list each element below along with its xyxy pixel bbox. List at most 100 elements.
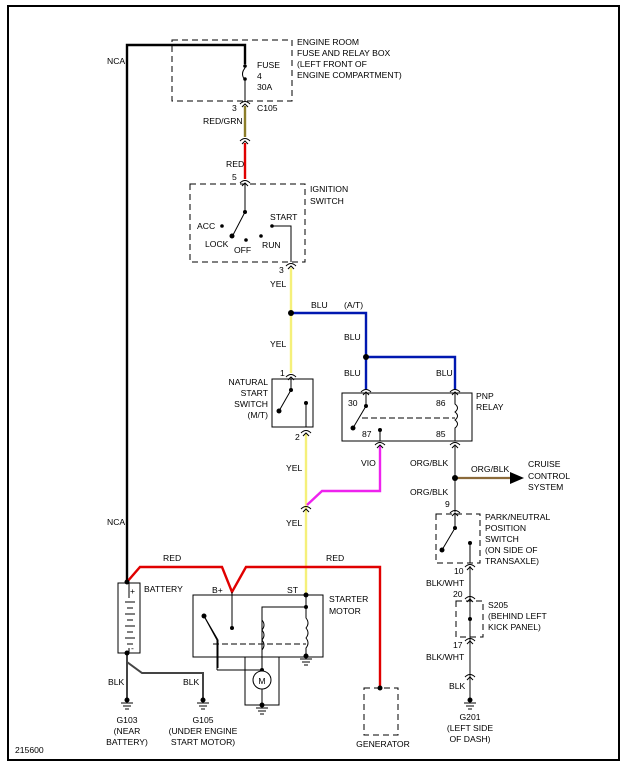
wire-label: BLU: [311, 300, 328, 310]
pin-label: 5: [232, 172, 237, 182]
ground-g201-label: OF DASH): [449, 734, 490, 744]
s205-title: S205: [488, 600, 508, 610]
ground-icon: [197, 697, 209, 710]
connector-icon: [449, 389, 461, 396]
pin-label: 30: [348, 398, 358, 408]
wire-label: NCA: [107, 517, 125, 527]
wire-nca: [125, 43, 247, 582]
wire-label: RED: [226, 159, 244, 169]
ignition-title: IGNITION: [310, 184, 348, 194]
wire-label: VIO: [361, 458, 376, 468]
connector-icon: [464, 596, 476, 603]
wire-vio: [306, 446, 382, 506]
ground-g105-label: (UNDER ENGINE: [169, 726, 238, 736]
wire-blk-ground: [126, 653, 204, 700]
connector-icon: [239, 180, 251, 187]
natural-start-switch: 1 2 NATURAL START SWITCH (M/T): [229, 368, 314, 442]
pin-label: 20: [453, 589, 463, 599]
connector-icon: [300, 430, 312, 437]
wire-label: RED/GRN: [203, 116, 243, 126]
wire-label: BLK: [183, 677, 200, 687]
ground-g103-label: G103: [116, 715, 137, 725]
park-neutral-switch: 9 10 PARK/NEUTRAL POSITION SWITCH (ON SI…: [435, 499, 550, 576]
ignition-switch: 5 IGNITION SWITCH ACC LOCK OFF RUN START…: [189, 172, 348, 275]
cruise-control-label: CRUISE: [528, 459, 561, 469]
ground-g103-label: (NEAR: [114, 726, 141, 736]
ignition-title: SWITCH: [310, 196, 344, 206]
splice-s205: 20 17 S205 (BEHIND LEFT KICK PANEL): [453, 589, 547, 650]
connector-icon: [239, 138, 251, 145]
pn-switch-title: (ON SIDE OF: [485, 545, 538, 555]
fuse-box-title: FUSE AND RELAY BOX: [297, 48, 391, 58]
splice-dot: [363, 354, 369, 360]
natural-start-title: SWITCH: [234, 399, 268, 409]
pn-switch-title: PARK/NEUTRAL: [485, 512, 550, 522]
wire-label: BLK/WHT: [426, 652, 465, 662]
connector-icon: [464, 564, 476, 571]
s205-title: KICK PANEL): [488, 622, 541, 632]
connector-icon: [285, 374, 297, 381]
diagram-id: 215600: [15, 745, 44, 755]
wire-blu: [291, 311, 457, 390]
fuse-relay-box: ENGINE ROOM FUSE AND RELAY BOX (LEFT FRO…: [171, 37, 402, 113]
terminal-b-plus: B+: [212, 585, 223, 595]
wire-label: ORG/BLK: [410, 487, 448, 497]
wire-label: ORG/BLK: [410, 458, 448, 468]
cruise-arrow-icon: [510, 472, 524, 484]
battery-plus: +: [130, 586, 135, 596]
connector-icon: [300, 506, 312, 513]
pnp-relay: 30 86 87 85 PNP RELAY: [341, 391, 504, 442]
fuse-number: 4: [257, 71, 262, 81]
wires: [124, 43, 524, 700]
cruise-control-label: CONTROL: [528, 471, 570, 481]
battery-minus: -: [131, 643, 134, 653]
pin-label: 2: [295, 432, 300, 442]
terminal-st: ST: [287, 585, 299, 595]
fuse-rating: 30A: [257, 82, 273, 92]
position-acc: ACC: [197, 221, 215, 231]
motor-label: M: [258, 676, 265, 686]
pnp-relay-title: RELAY: [476, 402, 504, 412]
pin-label: 87: [362, 429, 372, 439]
splice-dot: [288, 310, 294, 316]
pin-label: 10: [454, 566, 464, 576]
pnp-relay-title: PNP: [476, 391, 494, 401]
ground-g105-label: START MOTOR): [171, 737, 235, 747]
wire-label: ORG/BLK: [471, 464, 509, 474]
pin-label: 86: [436, 398, 446, 408]
connector-icon: [239, 101, 251, 108]
wire-label: (A/T): [344, 300, 363, 310]
ground-g105-label: G105: [192, 715, 213, 725]
generator: GENERATOR: [356, 685, 410, 749]
wire-label: RED: [163, 553, 181, 563]
starter-title: STARTER: [329, 594, 368, 604]
fuse-box-title: ENGINE ROOM: [297, 37, 359, 47]
connectors: [239, 101, 476, 681]
wire-label: BLU: [344, 368, 361, 378]
wire-label: RED: [326, 553, 344, 563]
connector-icon: [374, 442, 386, 449]
pin-label: 3: [279, 265, 284, 275]
ground-g201-label: G201: [459, 712, 480, 722]
pin-label: 17: [453, 640, 463, 650]
connector-icon: [449, 442, 461, 449]
relay-coil-icon: [454, 393, 458, 441]
connector-label: C105: [257, 103, 278, 113]
pin-label: 1: [280, 368, 285, 378]
natural-start-title: NATURAL: [229, 377, 269, 387]
battery-title: BATTERY: [144, 584, 183, 594]
connector-icon: [285, 263, 297, 270]
ground-g103-label: BATTERY): [106, 737, 148, 747]
cruise-control-label: SYSTEM: [528, 482, 563, 492]
pin-label: 3: [232, 103, 237, 113]
connector-icon: [449, 510, 461, 517]
fuse-box-title: ENGINE COMPARTMENT): [297, 70, 402, 80]
starter-title: MOTOR: [329, 606, 361, 616]
pin-label: 9: [445, 499, 450, 509]
s205-title: (BEHIND LEFT: [488, 611, 547, 621]
position-start: START: [270, 212, 298, 222]
fuse-label: FUSE: [257, 60, 280, 70]
wire-label: BLK: [108, 677, 125, 687]
fuse-box-title: (LEFT FRONT OF: [297, 59, 367, 69]
connector-icon: [464, 674, 476, 681]
